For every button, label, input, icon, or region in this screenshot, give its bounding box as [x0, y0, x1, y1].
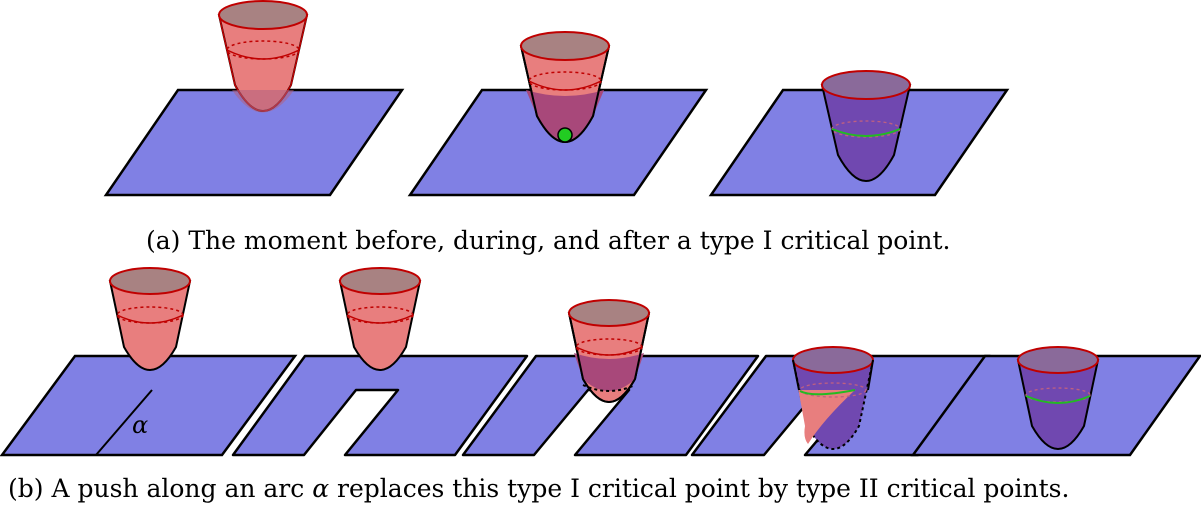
cup [820, 70, 912, 182]
caption-b: (b) A push along an arc α replaces this … [8, 474, 1069, 503]
plane [0, 354, 298, 457]
cup [791, 346, 875, 450]
caption-b-start: (b) A push along an arc [8, 474, 313, 503]
critical-point-marker [557, 127, 573, 143]
panel-b5 [910, 346, 1201, 457]
panel-b3 [461, 299, 760, 457]
arc-label: α [132, 411, 148, 439]
arc-alpha [95, 389, 153, 456]
cup [1016, 346, 1100, 450]
cup [567, 299, 651, 403]
cup [108, 267, 192, 371]
caption-a: (a) The moment before, during, and after… [146, 226, 951, 255]
cup [338, 267, 422, 371]
panel-a1 [103, 0, 405, 197]
plane-with-slot [231, 354, 529, 457]
panel-b1: α [0, 267, 298, 457]
plane [103, 88, 405, 197]
caption-b-end: replaces this type I critical point by t… [329, 474, 1070, 503]
cup [519, 31, 611, 143]
plane [407, 88, 709, 197]
cup [217, 0, 309, 113]
caption-b-symbol: α [312, 474, 330, 503]
panel-b2 [231, 267, 529, 457]
panel-b4 [690, 346, 992, 457]
panel-a2 [407, 31, 709, 197]
panel-a3 [708, 70, 1010, 197]
